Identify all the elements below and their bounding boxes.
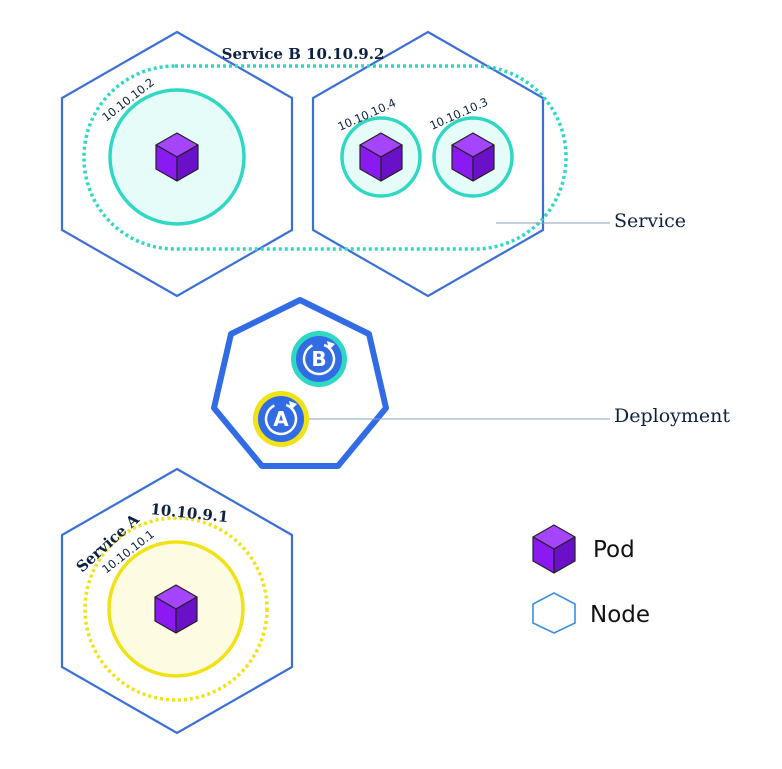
service-a-ip-label: 10.10.9.1 [150, 500, 230, 526]
node-hexagon-1 [60, 30, 294, 298]
deployment-badge-a-letter: A [273, 407, 289, 431]
node-hexagon-2 [311, 30, 545, 298]
pod-group-1: 10.10.10.2 [99, 75, 246, 226]
legend-node-icon [532, 592, 576, 634]
deployment-badge-a: A [253, 391, 309, 447]
deployment-badge-b: B [291, 331, 347, 387]
legend-node-label: Node [590, 602, 650, 628]
legend-pod-icon [532, 524, 576, 574]
pod-group-2: 10.10.10.4 [336, 96, 422, 198]
rotate-arrow-icon-b [327, 341, 335, 350]
service-b-label: Service B 10.10.9.2 [222, 45, 385, 63]
service-callout-label: Service [614, 210, 686, 232]
deployment-badge-b-letter: B [311, 347, 326, 371]
service-a-boundary [83, 516, 269, 702]
deployment-heptagon [211, 297, 389, 469]
legend-pod-label: Pod [593, 537, 635, 563]
rotate-arrow-icon-a [289, 401, 297, 410]
service-b-boundary [82, 64, 568, 251]
pod-group-3: 10.10.10.3 [428, 95, 514, 198]
deployment-callout-label: Deployment [614, 405, 730, 427]
pod-group-4: 10.10.10.1 [99, 527, 245, 678]
legend: Pod Node [532, 524, 650, 634]
node-hexagon-3 [60, 467, 294, 735]
